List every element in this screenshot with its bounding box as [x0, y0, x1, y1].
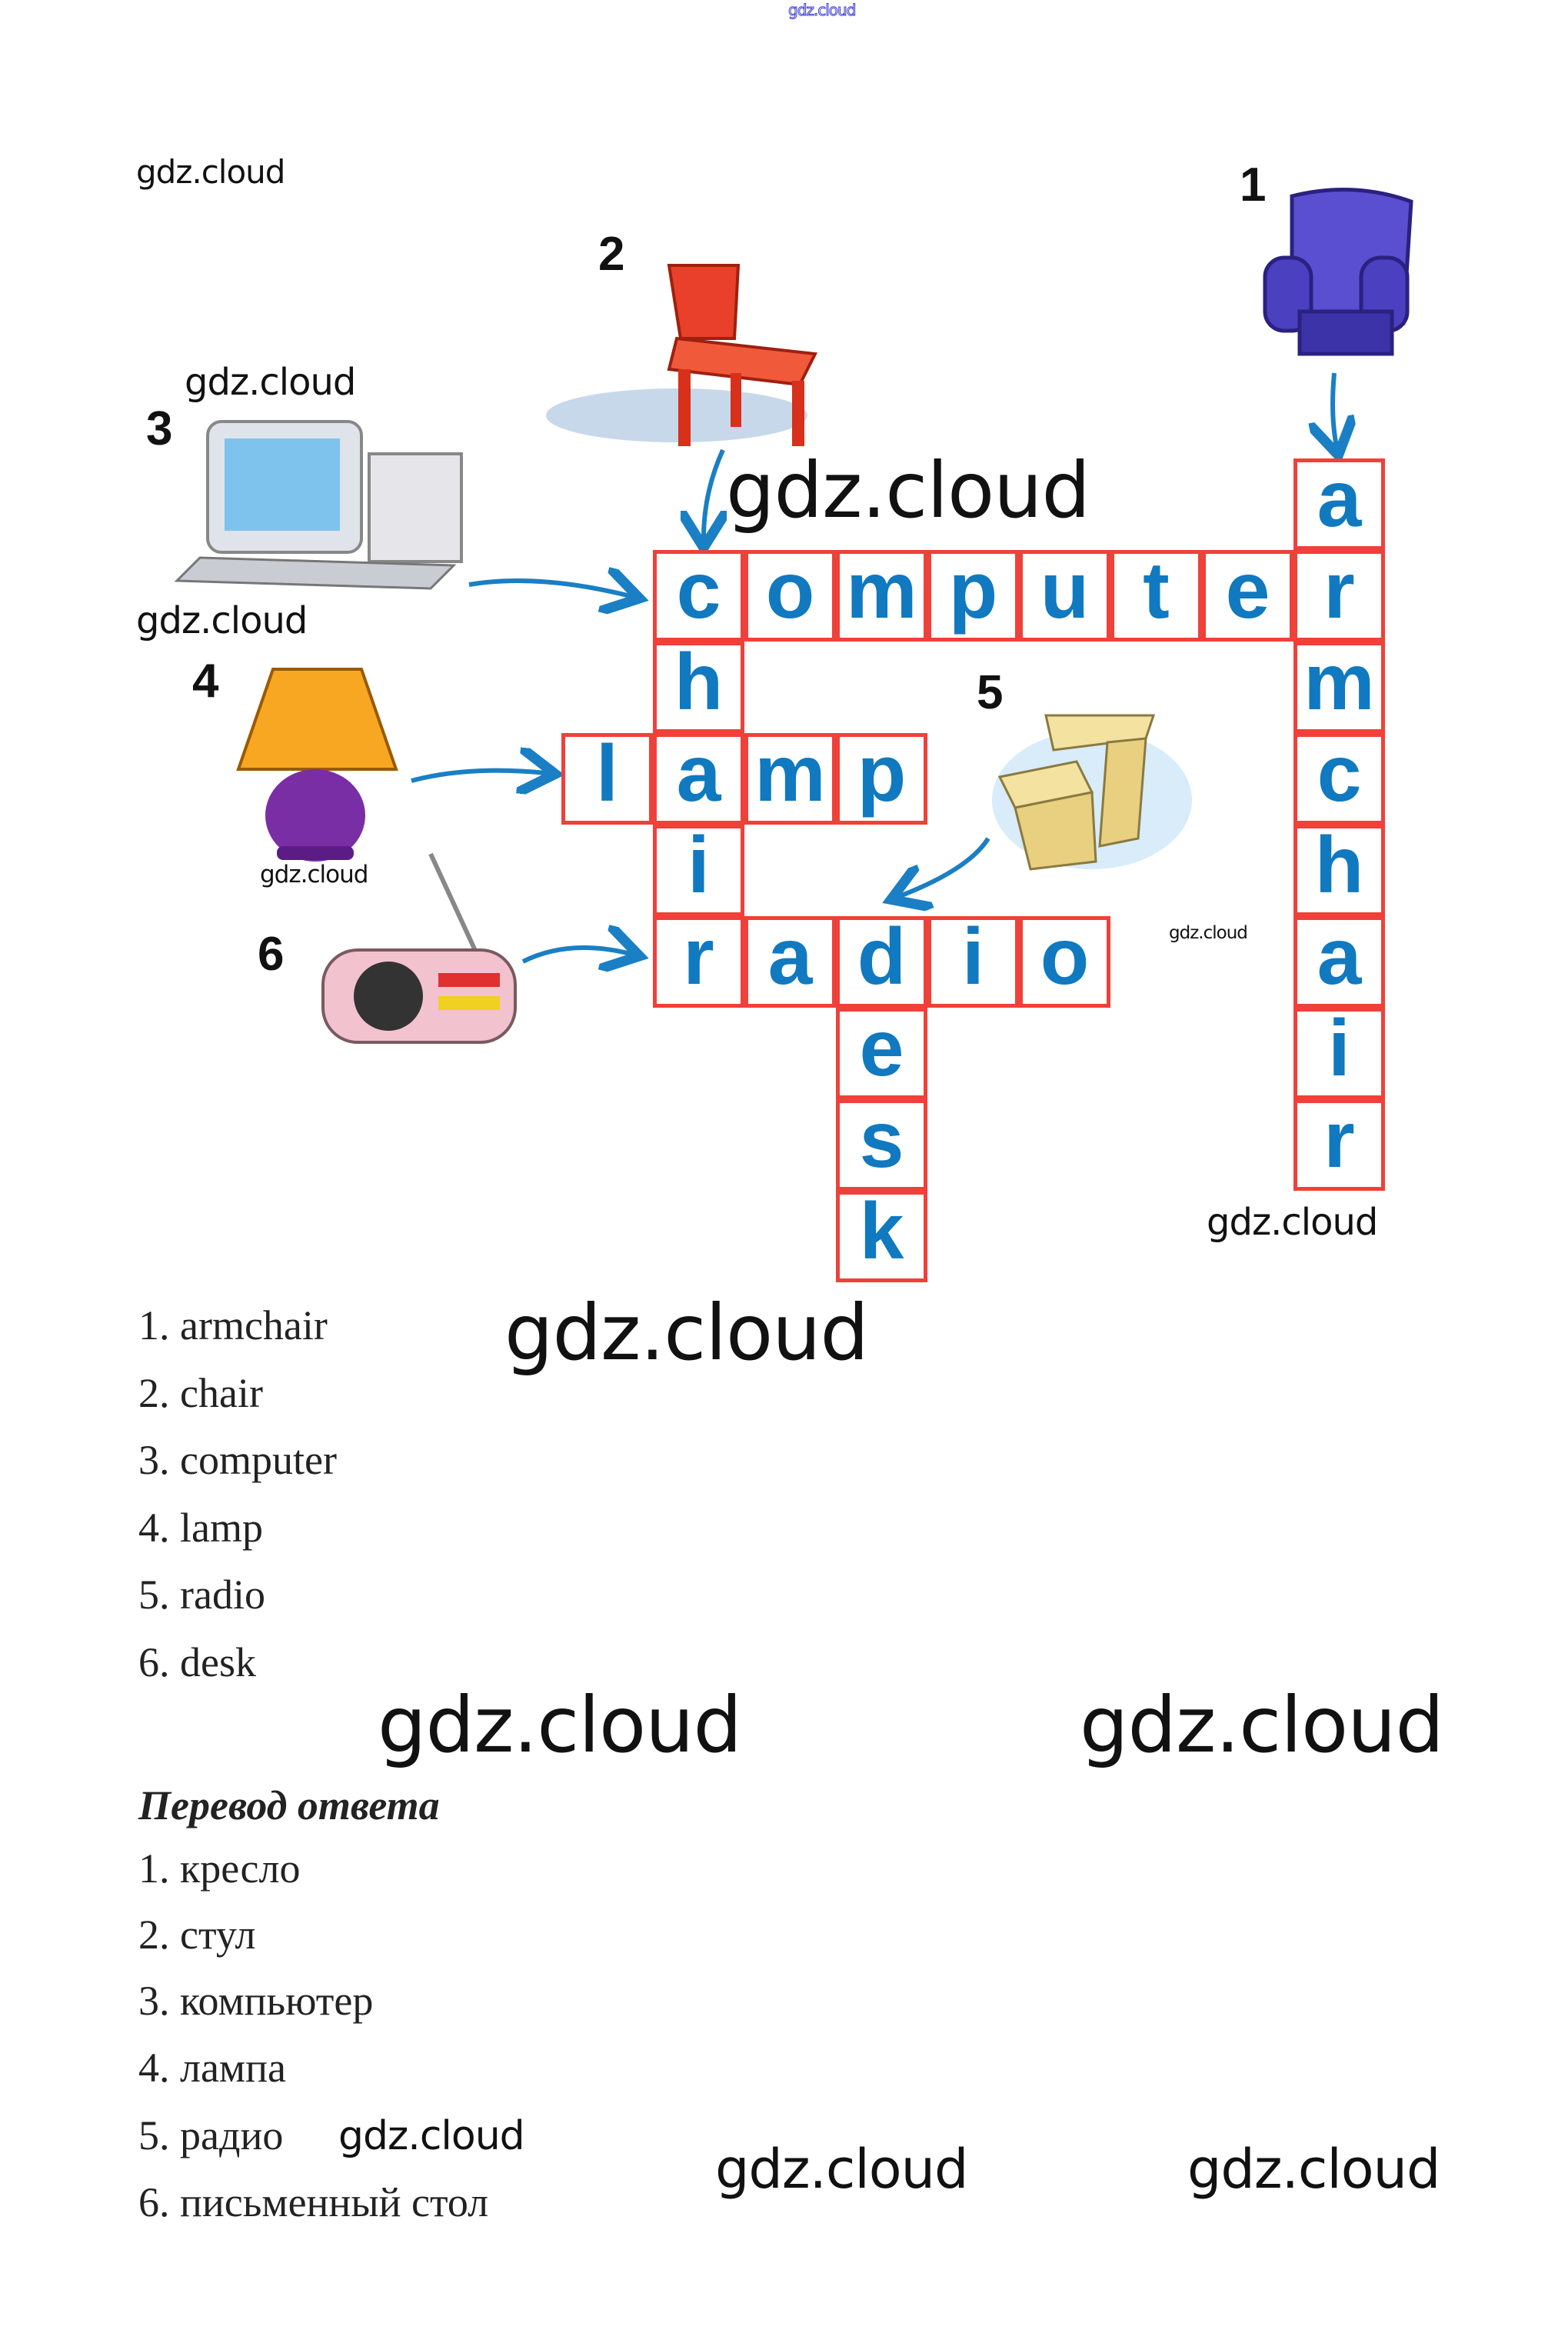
translation-item: 6. письменный стол	[138, 2179, 489, 2225]
chair-picture	[546, 264, 818, 446]
clue-number-1: 1	[1240, 158, 1267, 212]
watermark: gdz.cloud	[260, 861, 368, 888]
clue-number-5: 5	[977, 666, 1004, 719]
crossword-cell-armchair: h	[1293, 825, 1385, 916]
crossword-cell-chair: i	[653, 825, 744, 916]
crossword-cell-computer: e	[1202, 550, 1293, 642]
crossword-cell-radio: a	[744, 916, 836, 1008]
arrow-lamp	[411, 771, 546, 781]
translation-item: 1. кресло	[138, 1845, 301, 1892]
translation-item: 4. лампа	[138, 2045, 286, 2091]
crossword-cell-radio: i	[927, 916, 1019, 1008]
crossword-cell-radio-desk: d	[836, 916, 927, 1008]
crossword-cell-lamp: l	[561, 733, 653, 825]
crossword-cell-computer: u	[1019, 550, 1110, 642]
crossword-cell-computer: o	[744, 550, 836, 642]
clue-number-4: 4	[192, 655, 219, 708]
computer-picture	[174, 420, 463, 590]
translation-item: 2. стул	[138, 1912, 256, 1958]
crossword-cell-desk: e	[836, 1008, 927, 1099]
crossword-cell-armchair: c	[1293, 733, 1385, 825]
arrow-desk	[900, 837, 990, 896]
radio-picture	[321, 852, 517, 1044]
desk-picture	[992, 714, 1192, 871]
crossword-illustrations	[174, 188, 1413, 1044]
answer-item: 4. lamp	[138, 1505, 263, 1551]
crossword-cell-chair-lamp: a	[653, 733, 744, 825]
crossword-cell-chair: h	[653, 642, 744, 733]
watermark: gdz.cloud	[338, 2113, 525, 2159]
lamp-picture	[236, 668, 398, 862]
crossword-cell-armchair: a	[1293, 916, 1385, 1008]
clue-number-3: 3	[146, 402, 173, 455]
answer-item: 5. radio	[138, 1572, 265, 1618]
translation-heading: Перевод ответа	[138, 1782, 440, 1828]
answer-item: 1. armchair	[138, 1302, 328, 1348]
crossword-cell-armchair: r	[1293, 1099, 1385, 1191]
crossword-cell-computer: t	[1110, 550, 1202, 642]
arrow-computer	[468, 581, 631, 596]
answer-item: 3. computer	[138, 1437, 337, 1483]
armchair-picture	[1263, 188, 1413, 356]
clue-number-2: 2	[598, 228, 625, 281]
translation-item: 5. радио	[138, 2112, 284, 2158]
watermark: gdz.cloud	[1080, 1680, 1444, 1770]
watermark: gdz.cloud	[1187, 2138, 1440, 2201]
answer-item: 2. chair	[138, 1370, 263, 1416]
watermark: gdz.cloud	[136, 599, 308, 642]
crossword-cell-computer: m	[836, 550, 927, 642]
watermark: gdz.cloud	[1169, 923, 1248, 943]
watermark: gdz.cloud	[1207, 1201, 1378, 1244]
arrow-chair	[704, 448, 723, 538]
watermark: gdz.cloud	[136, 153, 285, 191]
crossword-cell-armchair: a	[1293, 458, 1385, 550]
answer-item: 6. desk	[138, 1639, 256, 1685]
watermark: gdz.cloud	[715, 2138, 968, 2201]
crossword-cell-computer: p	[927, 550, 1019, 642]
arrow-armchair	[1333, 372, 1337, 446]
crossword-cell-desk: s	[836, 1099, 927, 1191]
crossword-cell-armchair-computer: r	[1293, 550, 1385, 642]
watermark: gdz.cloud	[185, 361, 356, 404]
crossword-cell-armchair: m	[1293, 642, 1385, 733]
crossword-cell-chair-radio: r	[653, 916, 744, 1008]
translation-item: 3. компьютер	[138, 1978, 374, 2024]
crossword-cell-radio: o	[1019, 916, 1110, 1008]
crossword-cell-chair-computer: c	[653, 550, 744, 642]
watermark: gdz.cloud	[504, 1288, 869, 1378]
crossword-cell-lamp: m	[744, 733, 836, 825]
watermark: gdz.cloud	[726, 445, 1090, 535]
crossword-cell-desk: k	[836, 1191, 927, 1282]
watermark: gdz.cloud	[787, 1, 856, 19]
crossword-cell-lamp: p	[836, 733, 927, 825]
crossword-cell-armchair: i	[1293, 1008, 1385, 1099]
arrow-radio	[521, 948, 631, 962]
watermark: gdz.cloud	[378, 1680, 742, 1770]
clue-number-6: 6	[258, 928, 285, 981]
